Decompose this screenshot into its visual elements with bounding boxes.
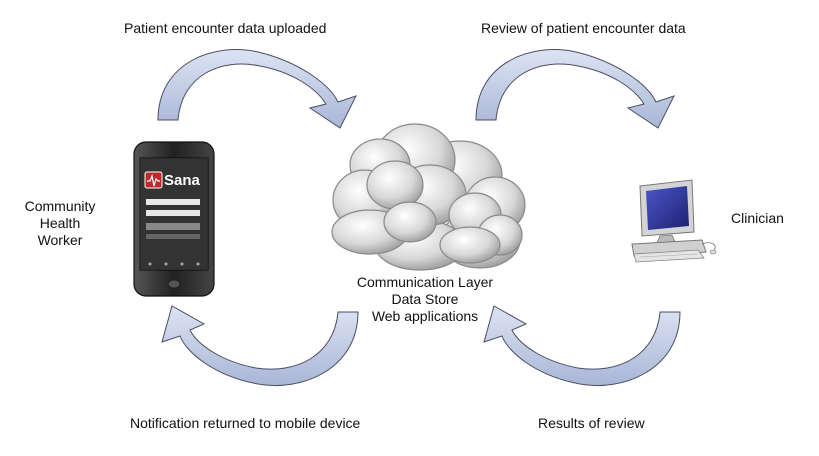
- arrow-upload: [157, 49, 357, 129]
- computer-icon: [631, 179, 717, 263]
- cloud-icon: [331, 123, 526, 271]
- cloud-line-1: Communication Layer: [356, 274, 494, 290]
- label-upload: Patient encounter data uploaded: [124, 20, 327, 36]
- arrow-review: [475, 49, 675, 129]
- label-clinician: Clinician: [731, 210, 784, 226]
- label-cloud: Communication Layer Data Store Web appli…: [330, 274, 520, 325]
- mobile-phone-icon: [133, 141, 215, 297]
- label-notification: Notification returned to mobile device: [130, 415, 361, 431]
- label-community-health-worker: Community Health Worker: [10, 198, 110, 249]
- cloud-line-2: Data Store: [391, 291, 459, 307]
- cloud-line-3: Web applications: [371, 308, 479, 324]
- phone-app-name: Sana: [164, 172, 200, 189]
- worker-line-2: Health: [39, 215, 81, 231]
- arrow-notification: [161, 305, 359, 387]
- worker-line-1: Community: [24, 198, 96, 214]
- arrow-results: [483, 305, 681, 387]
- label-review: Review of patient encounter data: [481, 20, 686, 36]
- label-results: Results of review: [538, 415, 645, 431]
- worker-line-3: Worker: [37, 232, 83, 248]
